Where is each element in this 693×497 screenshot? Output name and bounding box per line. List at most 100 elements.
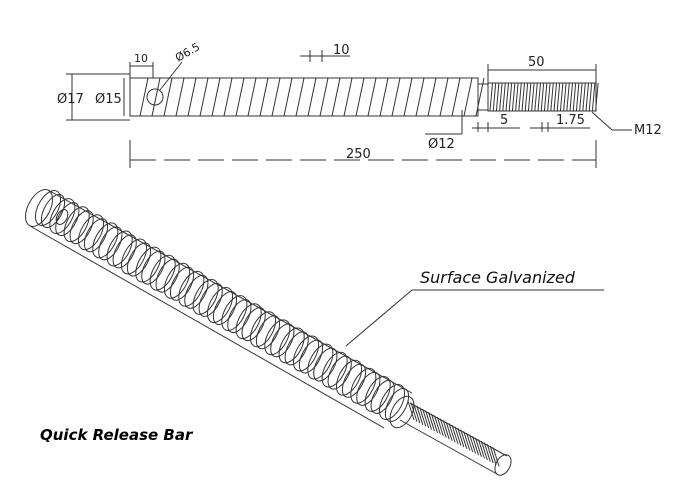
iso-thread-line	[430, 413, 438, 433]
rib-line	[427, 77, 437, 117]
dim-shank-dia: Ø12	[428, 137, 455, 152]
iso-thread-line	[416, 405, 424, 425]
rib-line	[247, 77, 257, 117]
iso-rib-ring-inner	[141, 250, 166, 285]
iso-thread-line	[492, 447, 500, 467]
iso-rib-ring	[235, 303, 262, 340]
rib-line	[223, 77, 233, 117]
rib-line	[367, 77, 377, 117]
iso-rib-ring-inner	[155, 258, 180, 293]
thread-line	[527, 82, 532, 112]
thread-line	[547, 82, 551, 112]
dim-outer-dia: Ø17	[57, 92, 84, 107]
rib-line	[355, 77, 365, 117]
rib-line	[391, 77, 401, 117]
rib-line	[211, 77, 221, 117]
cross-hole	[146, 88, 164, 106]
iso-body-bottom-edge	[29, 225, 385, 429]
iso-rib-ring-inner	[313, 347, 338, 382]
iso-thread-line	[483, 442, 491, 462]
iso-rib-ring-inner	[270, 323, 295, 358]
iso-thread-line	[454, 426, 462, 446]
rib-line	[271, 77, 281, 117]
dim-hole-offset: 10	[134, 52, 148, 65]
iso-rib-ring-inner	[98, 226, 123, 261]
iso-thread-line	[410, 402, 418, 422]
iso-rib-ring-inner	[212, 291, 238, 325]
iso-thread-line	[419, 407, 427, 427]
iso-rib-ring	[49, 198, 76, 235]
iso-rib-ring-inner	[69, 210, 94, 245]
iso-rib-ring	[163, 262, 191, 299]
thread-line	[566, 82, 570, 112]
iso-rib-ring	[92, 222, 119, 259]
iso-rib-ring	[63, 206, 90, 243]
iso-thread-line	[489, 445, 497, 465]
iso-rib-ring-inner	[40, 194, 66, 228]
thread-line	[588, 82, 593, 112]
rib-line	[403, 77, 413, 117]
iso-rib-rings	[34, 190, 410, 422]
iso-rib-ring	[192, 278, 219, 315]
surface-leader	[345, 289, 604, 347]
orthographic-view: Ø17 Ø15 10 Ø6.5 10 50 Ø12 5 1.75	[57, 40, 662, 168]
thread-line	[563, 82, 567, 112]
iso-rib-ring-inner	[284, 331, 309, 366]
dim-thread-pitch: 1.75	[556, 113, 585, 128]
iso-rib-ring	[335, 359, 363, 396]
thread-line	[492, 82, 497, 112]
thread-line	[575, 82, 580, 112]
thread-line	[518, 82, 522, 112]
iso-rib-ring-inner	[83, 218, 109, 253]
iso-rib-ring	[350, 367, 377, 404]
thread-line	[521, 82, 525, 112]
rib-line	[463, 77, 473, 117]
rib-line	[283, 77, 293, 117]
thread-line	[543, 82, 548, 112]
iso-thread-line	[463, 431, 471, 451]
thread-line	[569, 82, 573, 112]
surface-note: Surface Galvanized	[420, 268, 576, 287]
thread-pattern	[489, 82, 599, 112]
iso-rib-ring-inner	[255, 315, 281, 350]
iso-thread-line	[428, 412, 436, 432]
drawing-title: Quick Release Bar	[40, 426, 194, 444]
iso-shoulder	[389, 395, 415, 429]
iso-rib-ring-inner	[126, 242, 152, 277]
iso-rib-ring	[106, 230, 133, 267]
iso-end-face	[24, 189, 54, 227]
rib-line	[439, 77, 449, 117]
rib-line	[163, 77, 173, 117]
rib-line	[175, 77, 185, 117]
iso-rib-ring	[264, 319, 291, 356]
dim-hole-dia: Ø6.5	[173, 40, 202, 64]
iso-stud-end	[494, 454, 512, 476]
iso-rib-ring-inner	[184, 274, 209, 309]
iso-rib-ring	[77, 214, 105, 251]
iso-thread-line	[436, 416, 444, 437]
iso-rib-ring-inner	[169, 266, 195, 301]
iso-thread-line	[439, 418, 447, 438]
rib-line	[343, 77, 353, 117]
rib-line	[379, 77, 389, 117]
iso-thread-line	[460, 429, 468, 449]
rib-line	[151, 77, 161, 117]
dim-total-length: 250	[346, 147, 371, 162]
thread-line	[534, 82, 538, 112]
iso-thread-line	[433, 415, 441, 435]
iso-thread-line	[480, 440, 488, 461]
rib-line	[259, 77, 269, 117]
iso-rib-ring	[249, 311, 277, 348]
thread-line	[579, 82, 583, 112]
iso-thread-line	[442, 420, 450, 440]
iso-thread-line	[466, 432, 474, 453]
iso-rib-ring-inner	[298, 339, 324, 374]
iso-threaded-stud	[407, 400, 500, 467]
iso-rib-ring	[178, 270, 205, 307]
iso-rib-ring	[278, 327, 305, 364]
iso-thread-line	[472, 436, 480, 456]
thread-line	[550, 82, 554, 112]
rib-line	[235, 77, 245, 117]
isometric-view	[24, 189, 512, 476]
